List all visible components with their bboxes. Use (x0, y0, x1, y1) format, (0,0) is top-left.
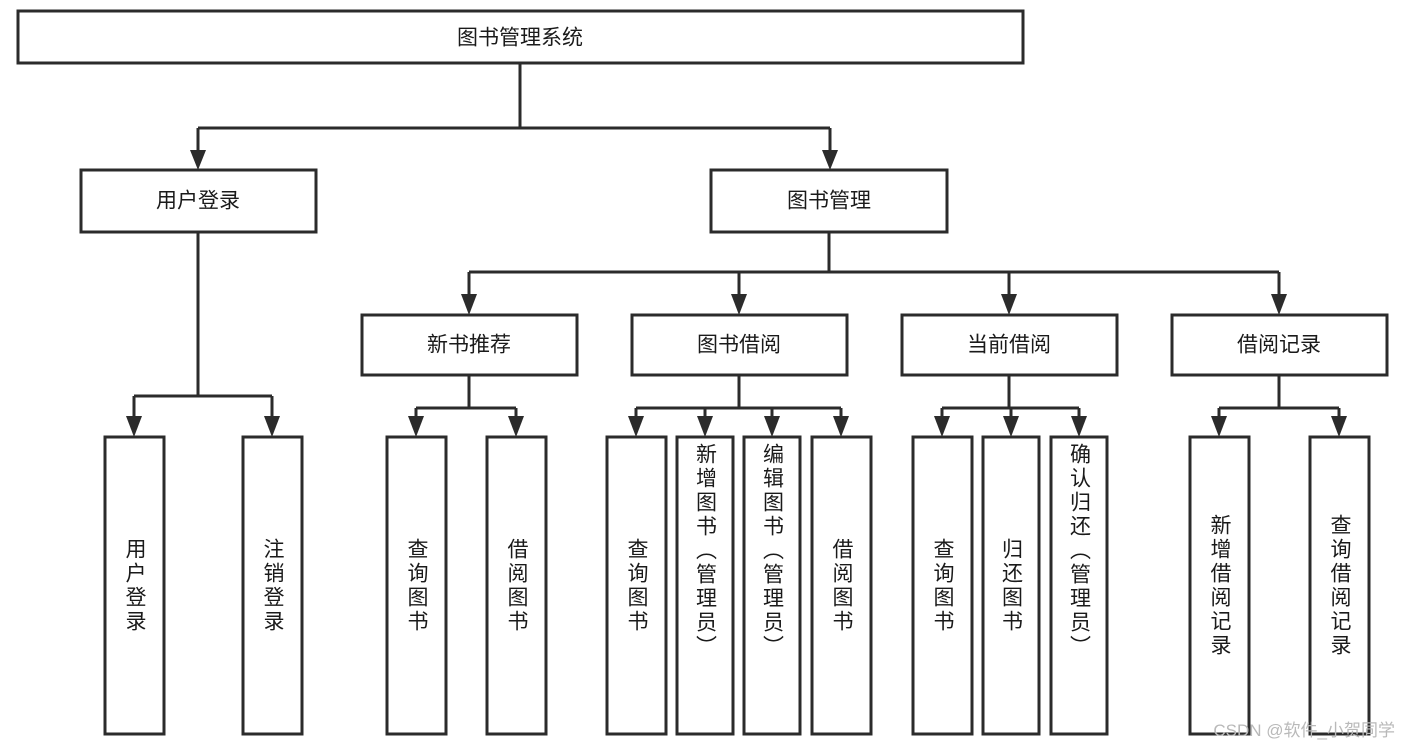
node-book-borrow[interactable]: 图书借阅 (630, 313, 849, 377)
arrow-head-leaf-add-record (1211, 416, 1227, 437)
arrow-head-leaf-query-book-3 (934, 416, 950, 437)
leaf-edit-book-box[interactable] (742, 435, 802, 736)
node-user-login-label: 用户登录 (156, 190, 240, 213)
node-borrow-record-box[interactable] (1170, 313, 1389, 377)
node-borrow-record-label: 借阅记录 (1237, 334, 1321, 357)
node-current-borrow-label: 当前借阅 (967, 334, 1051, 357)
arrow-head-leaf-user-logout (264, 416, 280, 437)
leaf-user-login-box[interactable] (103, 435, 166, 736)
arrow-head-leaf-user-login (126, 416, 142, 437)
leaf-confirm-return-box[interactable] (1049, 435, 1109, 736)
leaf-query-record-box[interactable] (1308, 435, 1371, 736)
node-book-management[interactable]: 图书管理 (709, 168, 949, 234)
arrow-head-leaf-query-book-1 (408, 416, 424, 437)
arrow-head-book-management (822, 150, 838, 170)
node-current-borrow[interactable]: 当前借阅 (900, 313, 1119, 377)
node-current-borrow-box[interactable] (900, 313, 1119, 377)
node-book-management-box[interactable] (709, 168, 949, 234)
arrow-head-borrow-record (1271, 294, 1287, 315)
arrow-head-leaf-borrow-book-1 (508, 416, 524, 437)
leaf-query-book-3-box[interactable] (911, 435, 974, 736)
leaf-query-book-2-box[interactable] (605, 435, 668, 736)
leaf-add-book-box[interactable] (675, 435, 735, 736)
node-borrow-record[interactable]: 借阅记录 (1170, 313, 1389, 377)
arrow-head-leaf-borrow-book-2 (833, 416, 849, 437)
node-book-borrow-box[interactable] (630, 313, 849, 377)
leaf-borrow-book-2-box[interactable] (810, 435, 873, 736)
edge-group (126, 63, 1347, 437)
leaf-return-book-box[interactable] (981, 435, 1041, 736)
node-book-management-label: 图书管理 (787, 190, 871, 213)
node-user-login-box[interactable] (79, 168, 318, 234)
node-book-borrow-label: 图书借阅 (697, 334, 781, 357)
node-root-box[interactable] (16, 9, 1025, 65)
arrow-head-leaf-add-book (697, 416, 713, 437)
leaf-add-record-box[interactable] (1188, 435, 1251, 736)
arrow-head-leaf-query-record (1331, 416, 1347, 437)
arrow-head-leaf-confirm-return (1071, 416, 1087, 437)
watermark-text: CSDN @软件_小贺同学 (1213, 721, 1395, 740)
node-new-book-recommend-box[interactable] (360, 313, 579, 377)
node-root-label: 图书管理系统 (457, 27, 583, 50)
node-new-book-recommend-label: 新书推荐 (427, 334, 511, 357)
arrow-head-leaf-return-book (1003, 416, 1019, 437)
leaf-box-group (103, 435, 1371, 736)
leaf-query-book-1-box[interactable] (385, 435, 448, 736)
arrow-head-leaf-query-book-2 (628, 416, 644, 437)
arrow-head-current-borrow (1001, 294, 1017, 315)
arrow-head-user-login (190, 150, 206, 170)
arrow-head-book-borrow (731, 294, 747, 315)
node-new-book-recommend[interactable]: 新书推荐 (360, 313, 579, 377)
arrow-head-new-book-recommend (461, 294, 477, 315)
node-user-login[interactable]: 用户登录 (79, 168, 318, 234)
node-root[interactable]: 图书管理系统 (16, 9, 1025, 65)
leaf-borrow-book-1-box[interactable] (485, 435, 548, 736)
arrow-head-leaf-edit-book (764, 416, 780, 437)
leaf-user-logout-box[interactable] (241, 435, 304, 736)
